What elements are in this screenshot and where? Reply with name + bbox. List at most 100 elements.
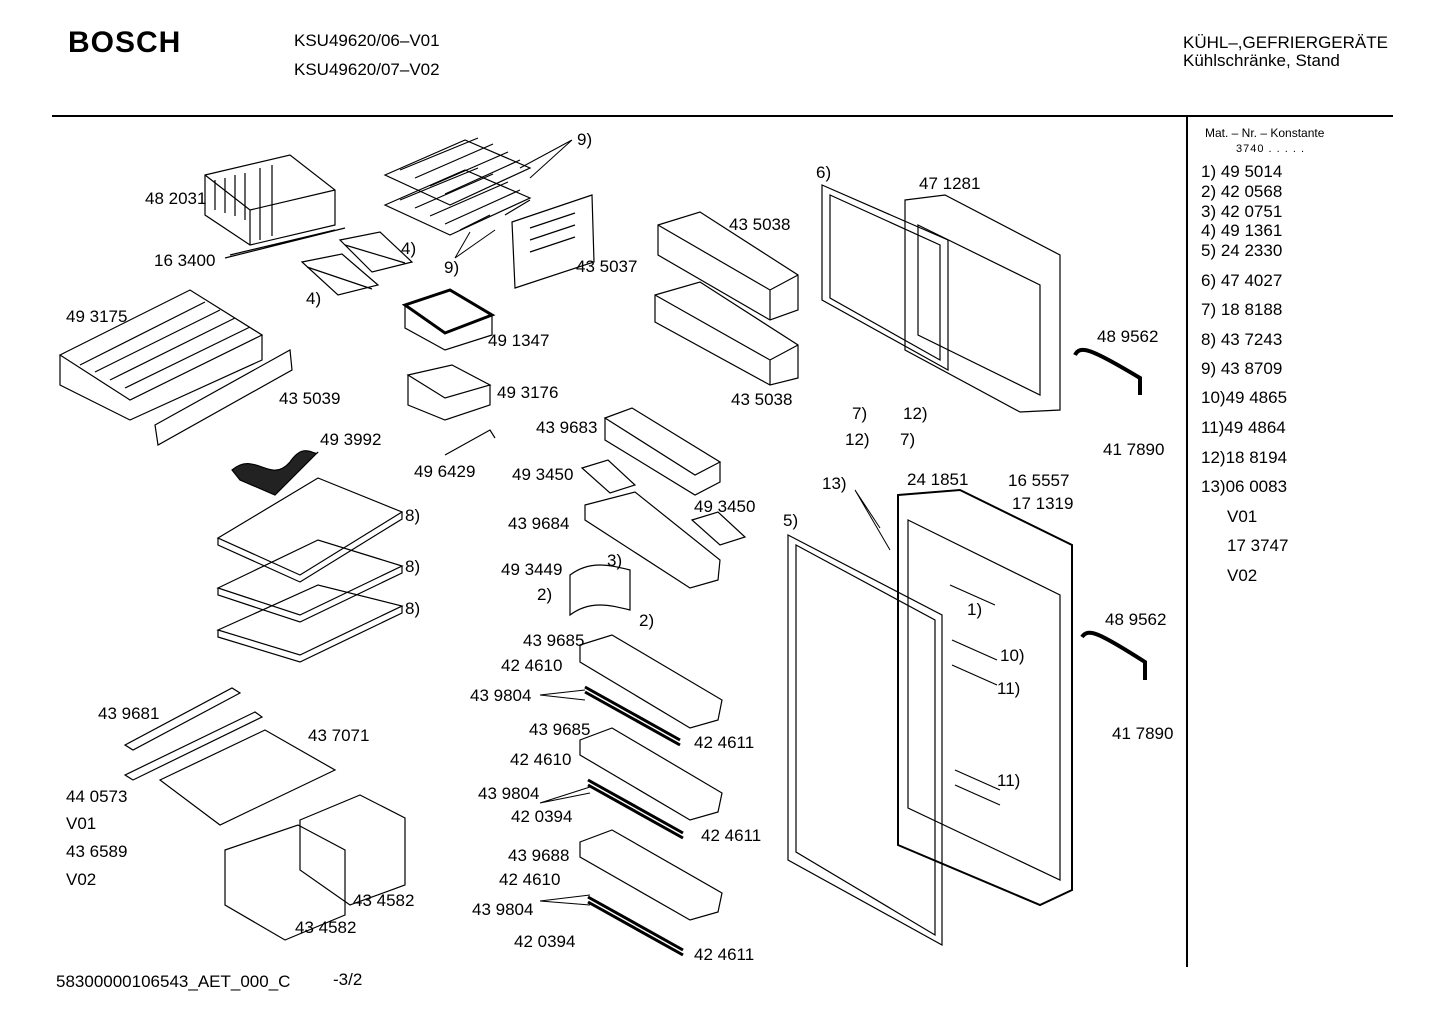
part-label: V02 xyxy=(66,870,97,889)
tray-part xyxy=(401,288,496,351)
part-label: 24 1851 xyxy=(907,470,969,489)
bottle-rack-part xyxy=(231,450,319,496)
part-label: 42 4610 xyxy=(501,656,563,675)
sidebar-item: 7) 18 8188 xyxy=(1201,300,1283,319)
part-label: 49 3175 xyxy=(66,307,128,326)
category-line-2: Kühlschränke, Stand xyxy=(1183,51,1340,70)
part-label: 8) xyxy=(405,506,421,525)
part-label: 43 6589 xyxy=(66,842,128,861)
part-label: 41 7890 xyxy=(1112,724,1174,743)
part-label: 10) xyxy=(1000,646,1025,665)
part-label: 42 4610 xyxy=(510,750,572,769)
rail-part xyxy=(154,349,293,446)
part-label: 17 1319 xyxy=(1012,494,1074,513)
cover-plate-part xyxy=(511,194,595,289)
part-label: 7) xyxy=(852,404,868,423)
model-line-1: KSU49620/06–V01 xyxy=(294,31,440,50)
door-shelf-part xyxy=(569,407,723,957)
part-label: 44 0573 xyxy=(66,787,128,806)
sidebar-item: 6) 47 4027 xyxy=(1201,271,1283,290)
part-label: 11) xyxy=(997,679,1021,698)
part-label: 9) xyxy=(444,258,460,277)
sidebar-item: 11)49 4864 xyxy=(1201,418,1286,437)
sidebar-item: 3) 42 0751 xyxy=(1201,202,1283,221)
part-label: 42 4610 xyxy=(499,870,561,889)
part-label: 43 5038 xyxy=(729,215,791,234)
document-id: 58300000106543_AET_000_C xyxy=(56,972,291,991)
part-label: 8) xyxy=(405,599,421,618)
part-label: 49 1347 xyxy=(488,331,550,350)
part-label: 43 9685 xyxy=(529,720,591,739)
sidebar-item: 5) 24 2330 xyxy=(1201,241,1283,260)
part-label: 49 3450 xyxy=(694,497,756,516)
part-label: 12) xyxy=(845,430,870,449)
part-label: 42 0394 xyxy=(514,932,576,951)
part-label: 43 5038 xyxy=(731,390,793,409)
door-rack-part xyxy=(654,211,799,386)
wire-shelf-part xyxy=(383,137,532,236)
sidebar-item: 12)18 8194 xyxy=(1201,448,1288,467)
part-label: 49 6429 xyxy=(414,462,476,481)
part-label: 48 2031 xyxy=(145,189,207,208)
fridge-door-part xyxy=(897,488,1073,907)
part-label: 49 3449 xyxy=(501,560,563,579)
part-label: 42 0394 xyxy=(511,807,573,826)
part-label: 4) xyxy=(306,289,322,308)
part-label: 43 5039 xyxy=(279,389,341,408)
bin-part xyxy=(406,364,492,421)
part-label: 47 1281 xyxy=(919,174,981,193)
sidebar-item: 9) 43 8709 xyxy=(1201,359,1283,378)
part-label: 42 4611 xyxy=(694,733,755,752)
part-label: 12) xyxy=(903,404,928,423)
part-label: 9) xyxy=(577,130,593,149)
sidebar-item: 1) 49 5014 xyxy=(1201,162,1283,181)
sidebar-item: 13)06 0083 xyxy=(1201,477,1288,496)
handle-part xyxy=(1073,347,1142,395)
part-label: 4) xyxy=(401,239,417,258)
freezer-box-part xyxy=(204,154,336,246)
part-label: 49 3176 xyxy=(497,383,559,402)
sidebar-constant: 3740 . . . . . xyxy=(1236,143,1306,155)
drawer-part xyxy=(58,289,264,421)
model-line-2: KSU49620/07–V02 xyxy=(294,60,440,79)
sidebar-heading: Mat. – Nr. – Konstante xyxy=(1205,126,1325,140)
part-label: 49 3992 xyxy=(320,430,382,449)
part-label: 8) xyxy=(405,557,421,576)
glass-shelf-part xyxy=(216,477,404,663)
exploded-parts-drawing xyxy=(58,137,1147,957)
rod-part xyxy=(224,227,346,259)
part-label: 48 9562 xyxy=(1105,610,1167,629)
part-label: 43 9685 xyxy=(523,631,585,650)
part-label: 43 9684 xyxy=(508,514,570,533)
leader-lines xyxy=(454,139,891,906)
part-label: 6) xyxy=(816,163,832,182)
part-label: 1) xyxy=(967,600,983,619)
bracket-part xyxy=(444,429,496,456)
part-label: 7) xyxy=(900,430,916,449)
part-label: 43 9804 xyxy=(470,686,532,705)
part-label: 43 7071 xyxy=(308,726,370,745)
part-label: 43 4582 xyxy=(295,918,357,937)
part-label: 2) xyxy=(639,611,655,630)
part-label: 43 4582 xyxy=(353,891,415,910)
part-label: 42 4611 xyxy=(701,826,762,845)
sidebar-item: 8) 43 7243 xyxy=(1201,330,1283,349)
egg-tray-part xyxy=(580,459,747,546)
part-label: 41 7890 xyxy=(1103,440,1165,459)
sidebar-divider xyxy=(1186,117,1188,967)
part-label: 43 9683 xyxy=(536,418,598,437)
part-label: 43 9804 xyxy=(478,784,540,803)
part-label: 43 5037 xyxy=(576,257,638,276)
part-label: 43 9688 xyxy=(508,846,570,865)
part-label: 49 3450 xyxy=(512,465,574,484)
page-number: -3/2 xyxy=(333,970,363,989)
sidebar-item: V02 xyxy=(1227,566,1258,585)
part-label: V01 xyxy=(66,814,97,833)
handle-part xyxy=(1080,630,1147,680)
part-label: 13) xyxy=(822,474,847,493)
part-label: 43 9681 xyxy=(98,704,160,723)
crisper-part xyxy=(123,687,406,941)
sidebar-item: V01 xyxy=(1227,507,1258,526)
part-label: 42 4611 xyxy=(694,945,755,964)
ice-tray-part xyxy=(300,231,414,296)
